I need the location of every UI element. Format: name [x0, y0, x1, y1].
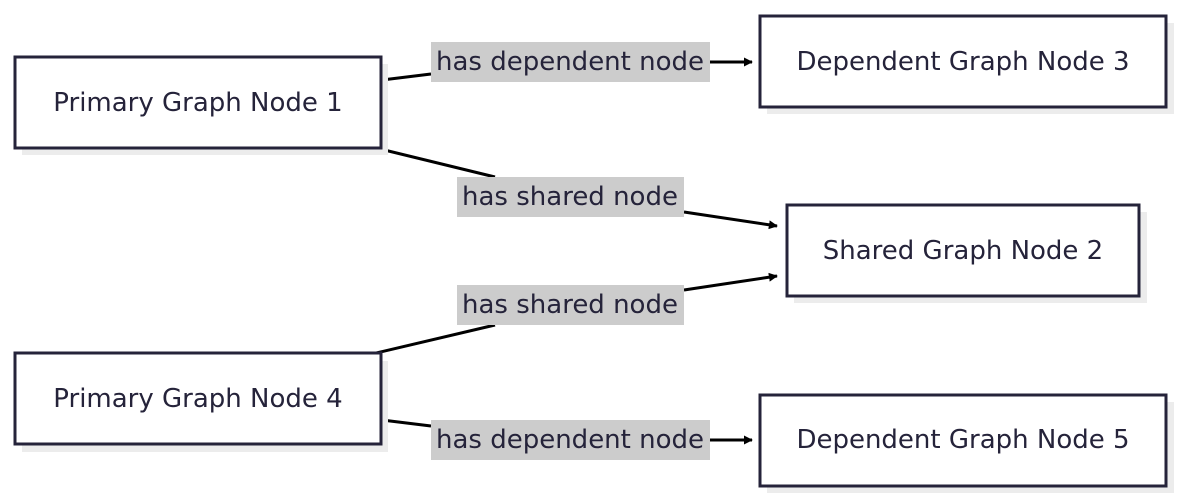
edge-n4-n5: has dependent node [381, 418, 752, 460]
edge-n4-n2: has shared node [371, 276, 777, 356]
edge-label-bg [457, 177, 684, 217]
node-label: Dependent Graph Node 3 [796, 47, 1129, 77]
edge-n1-n2: has shared node [371, 145, 777, 226]
node-shared-graph-node-2[interactable]: Shared Graph Node 2 [785, 203, 1147, 303]
node-box [785, 203, 1141, 298]
edge-line [381, 62, 752, 82]
node-label: Primary Graph Node 1 [53, 88, 342, 118]
edge-label-bg [457, 285, 684, 325]
edge-label: has dependent node [436, 425, 704, 455]
edge-line [371, 145, 777, 226]
edge-line [371, 276, 777, 356]
node-dependent-graph-node-3[interactable]: Dependent Graph Node 3 [758, 14, 1174, 114]
node-primary-graph-node-4[interactable]: Primary Graph Node 4 [13, 351, 388, 452]
edge-n1-n3: has dependent node [381, 42, 752, 82]
edge-label-bg [431, 420, 710, 460]
edge-line [381, 418, 752, 440]
node-dependent-graph-node-5[interactable]: Dependent Graph Node 5 [758, 393, 1174, 493]
edge-label: has dependent node [436, 47, 704, 77]
node-box [758, 14, 1168, 109]
node-box [13, 351, 383, 446]
edge-label: has shared node [462, 182, 678, 212]
node-label: Primary Graph Node 4 [53, 384, 342, 414]
node-label: Dependent Graph Node 5 [796, 425, 1129, 455]
node-box [13, 55, 383, 150]
node-box [758, 393, 1168, 488]
edge-label: has shared node [462, 290, 678, 320]
node-label: Shared Graph Node 2 [823, 236, 1103, 266]
node-primary-graph-node-1[interactable]: Primary Graph Node 1 [13, 55, 388, 155]
edge-label-bg [431, 42, 710, 82]
